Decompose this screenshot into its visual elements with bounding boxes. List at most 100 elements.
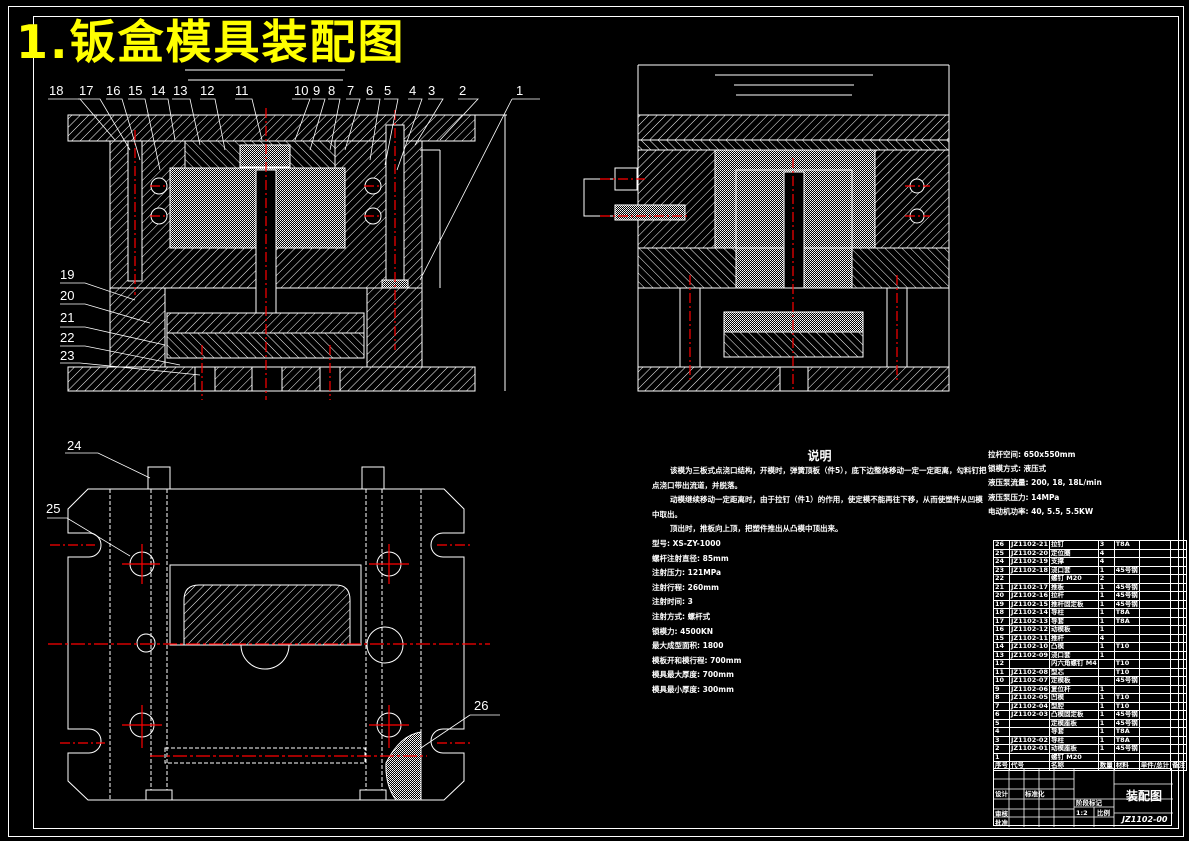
bom-cell bbox=[1170, 565, 1188, 575]
scale-value: 1:2 bbox=[1076, 809, 1088, 817]
bom-cell: 45号钢 bbox=[1113, 718, 1140, 728]
outer-border bbox=[8, 6, 1184, 837]
bom-cell: 1 bbox=[1097, 727, 1115, 737]
bom-cell bbox=[1138, 548, 1172, 558]
bom-cell bbox=[1138, 710, 1172, 720]
bom-cell: 45号钢 bbox=[1113, 744, 1140, 754]
part-label: 13 bbox=[173, 83, 188, 98]
bom-cell: 7 bbox=[993, 701, 1010, 711]
bom-cell bbox=[1138, 667, 1172, 677]
part-label: 23 bbox=[60, 348, 75, 363]
bom-cell bbox=[1170, 625, 1188, 635]
bom-cell bbox=[1170, 684, 1188, 694]
bom-cell bbox=[1170, 582, 1188, 592]
title-label: 标准化 bbox=[1025, 790, 1045, 798]
bom-cell bbox=[1138, 540, 1172, 550]
bom-cell bbox=[1009, 574, 1050, 584]
bom-cell bbox=[1138, 565, 1172, 575]
part-label: 7 bbox=[347, 83, 355, 98]
bom-cell bbox=[1113, 557, 1140, 567]
bom-cell: 13 bbox=[993, 650, 1010, 660]
bom-cell: 1 bbox=[1097, 582, 1115, 592]
bom-cell: 18 bbox=[993, 608, 1010, 618]
bom-cell bbox=[1170, 608, 1188, 618]
bom-cell: JZ1102-10 bbox=[1009, 642, 1050, 652]
bom-cell: 1 bbox=[1097, 599, 1115, 609]
part-label: 14 bbox=[151, 83, 166, 98]
bom-cell: JZ1102-04 bbox=[1009, 701, 1050, 711]
bom-cell: 螺钉 M20 bbox=[1048, 574, 1099, 584]
bom-cell: JZ1102-02 bbox=[1009, 735, 1050, 745]
notes-heading: 说明 bbox=[807, 449, 832, 463]
bom-cell: JZ1102-08 bbox=[1009, 667, 1050, 677]
part-label: 20 bbox=[60, 288, 75, 303]
spec-line: 注射方式: 螺杆式 bbox=[652, 611, 711, 621]
plan-centerlines bbox=[48, 544, 490, 757]
bom-cell: JZ1102-15 bbox=[1009, 599, 1050, 609]
bom-cell bbox=[1009, 659, 1050, 669]
bom-cell: 2 bbox=[993, 744, 1010, 754]
bom-cell bbox=[1170, 599, 1188, 609]
bom-cell: 1 bbox=[1097, 591, 1115, 601]
bom-cell bbox=[1138, 625, 1172, 635]
bom-cell bbox=[1170, 735, 1188, 745]
bom-cell bbox=[1170, 633, 1188, 643]
bom-cell: JZ1102-12 bbox=[1009, 625, 1050, 635]
title-label: 审核 bbox=[995, 810, 1008, 818]
bom-cell: 14 bbox=[993, 642, 1010, 652]
bom-cell bbox=[1009, 718, 1050, 728]
bom-cell bbox=[1170, 701, 1188, 711]
bom-cell bbox=[1138, 693, 1172, 703]
spec-line: 最大成型面积: 1800 bbox=[652, 641, 724, 651]
bom-cell: 1 bbox=[1097, 744, 1115, 754]
bom-cell bbox=[1138, 591, 1172, 601]
leader-lines bbox=[47, 98, 540, 751]
bom-cell bbox=[1138, 676, 1172, 686]
bom-cell: JZ1102-07 bbox=[1009, 676, 1050, 686]
bom-cell: JZ1102-16 bbox=[1009, 591, 1050, 601]
bom-cell: T10 bbox=[1113, 659, 1140, 669]
bom-cell bbox=[1113, 574, 1140, 584]
notes-paragraph: 顶出时，推板向上顶，把塑件推出从凸模中顶出来。 bbox=[670, 524, 843, 534]
bom-cell bbox=[1170, 574, 1188, 584]
bom-cell: 拉钉 bbox=[1048, 540, 1099, 550]
title-label: 设计 bbox=[995, 790, 1008, 798]
bom-cell: T10 bbox=[1113, 642, 1140, 652]
spec-line: 注射行程: 260mm bbox=[652, 582, 719, 592]
part-label: 3 bbox=[428, 83, 436, 98]
bom-cell: 定模板 bbox=[1048, 676, 1099, 686]
bom-cell bbox=[1170, 710, 1188, 720]
notes-paragraph: 该模为三板式点浇口结构，开模时，弹簧顶板（件5），底下边整体移动一定一定距离，勾… bbox=[652, 466, 987, 490]
drawing-title: 1.钣盒模具装配图 bbox=[16, 15, 406, 69]
bom-cell: 26 bbox=[993, 540, 1010, 550]
part-label: 8 bbox=[328, 83, 336, 98]
machine-param-line: 锁模方式: 液压式 bbox=[988, 464, 1047, 474]
part-label: 12 bbox=[200, 83, 215, 98]
bom-cell bbox=[1170, 676, 1188, 686]
bom-cell: JZ1102-05 bbox=[1009, 693, 1050, 703]
bom-cell: 15 bbox=[993, 633, 1010, 643]
part-label: 16 bbox=[106, 83, 121, 98]
part-label: 22 bbox=[60, 330, 75, 345]
bom-cell: 45号钢 bbox=[1113, 599, 1140, 609]
plan-view bbox=[67, 466, 465, 801]
spec-line: 注射压力: 121MPa bbox=[652, 568, 722, 578]
title-label: 比例 bbox=[1097, 809, 1110, 817]
bom-cell: T8A bbox=[1113, 616, 1140, 626]
title-label: 阶段标记 bbox=[1076, 799, 1102, 807]
bom-cell: 4 bbox=[1097, 548, 1115, 558]
front-section-view bbox=[67, 69, 507, 392]
bom-cell bbox=[1138, 701, 1172, 711]
bom-cell: JZ1102-11 bbox=[1009, 633, 1050, 643]
part-label: 9 bbox=[313, 83, 321, 98]
